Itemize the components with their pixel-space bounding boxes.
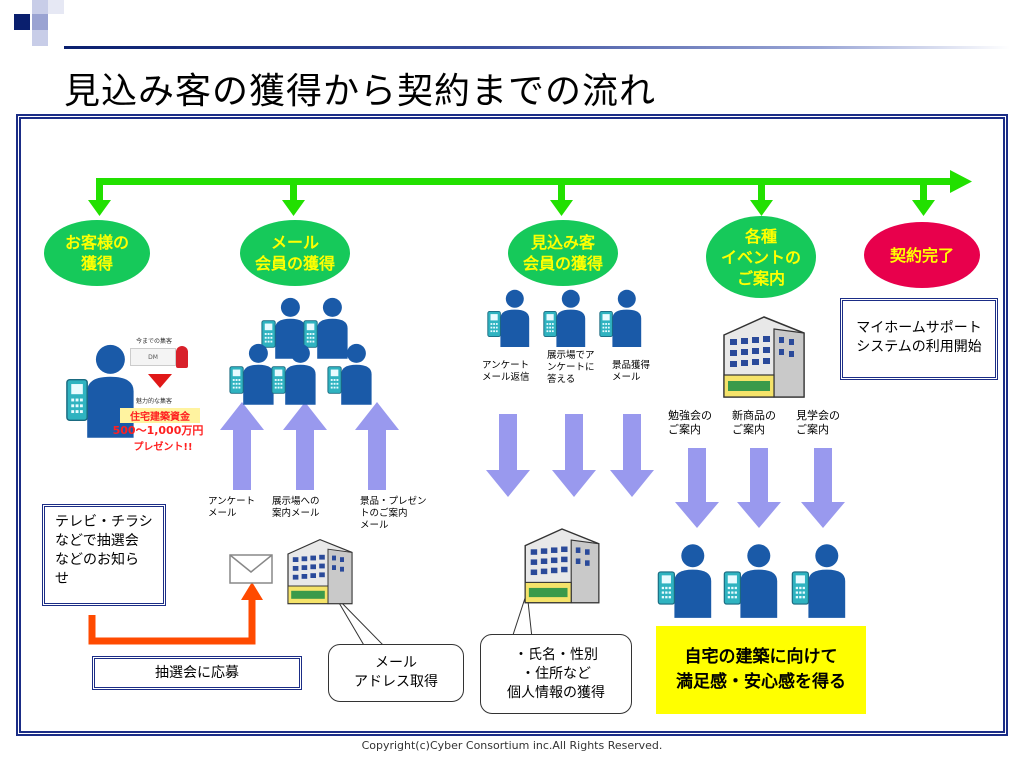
up-arrows bbox=[220, 402, 399, 490]
email-label-gift: 景品・プレゼン トのご案内 メール bbox=[360, 496, 427, 531]
lottery-arrow bbox=[88, 582, 263, 645]
red-arrow-icon bbox=[148, 374, 172, 388]
promo-line-2: 500～1,000万円 bbox=[112, 424, 204, 437]
copyright-text: Copyright(c)Cyber Consortium inc.All Rig… bbox=[361, 739, 663, 752]
lottery-box: 抽選会に応募 bbox=[92, 656, 302, 690]
diagram-frame bbox=[16, 114, 1008, 736]
person-phone-icon bbox=[723, 544, 778, 618]
down-arrows-prospect bbox=[486, 414, 654, 497]
timeline-arrow bbox=[88, 170, 972, 216]
support-system-box: マイホームサポート システムの利用開始 bbox=[840, 298, 998, 380]
title-rule bbox=[64, 46, 1010, 49]
corner-decoration bbox=[0, 0, 80, 60]
email-label-showroom: 展示場への 案内メール bbox=[272, 496, 320, 519]
building-icon bbox=[287, 538, 353, 605]
event-label-study: 勉強会の ご案内 bbox=[668, 409, 712, 436]
event-label-new-product: 新商品の ご案内 bbox=[732, 409, 776, 436]
promo-line-3: プレゼント!! bbox=[133, 442, 193, 453]
promo-mid-label: 魅力的な集客 bbox=[136, 398, 173, 405]
stage-prospect-member: 見込み客 会員の獲得 bbox=[508, 220, 618, 286]
envelope-icon bbox=[229, 554, 273, 584]
stage-event-guide: 各種 イベントの ご案内 bbox=[706, 216, 816, 298]
email-label-survey: アンケート メール bbox=[208, 496, 256, 519]
promo-graphic: 今までの集客 DM 魅力的な集客 住宅建築資金 500～1,000万円 プレゼン… bbox=[108, 330, 208, 456]
stage-mail-member: メール 会員の獲得 bbox=[240, 220, 350, 286]
personal-info-callout: ・氏名・性別 ・住所など 個人情報の獲得 bbox=[480, 634, 632, 714]
person-phone-icon bbox=[657, 544, 712, 618]
person-phone-icon bbox=[543, 289, 586, 348]
mail-address-callout: メール アドレス取得 bbox=[328, 644, 464, 702]
event-label-tour: 見学会の ご案内 bbox=[796, 409, 840, 436]
stage-contract-complete: 契約完了 bbox=[864, 222, 980, 288]
person-phone-icon bbox=[791, 544, 846, 618]
tv-flyer-box: テレビ・チラシ などで抽選会 などのお知ら せ bbox=[42, 504, 166, 606]
prospect-label-survey-reply: アンケート メール返信 bbox=[482, 360, 530, 383]
callout-pointers bbox=[334, 591, 533, 648]
promo-line-1: 住宅建築資金 bbox=[120, 408, 200, 423]
building-icon bbox=[723, 316, 805, 398]
promo-dm: DM bbox=[130, 348, 176, 366]
prospect-label-gift-mail: 景品獲得 メール bbox=[612, 360, 651, 383]
promo-top-label: 今までの集客 bbox=[136, 338, 173, 345]
page-title: 見込み客の獲得から契約までの流れ bbox=[64, 71, 657, 112]
down-arrows-events bbox=[675, 448, 845, 528]
prospect-label-showroom-survey: 展示場でア ンケートに 答える bbox=[547, 350, 595, 385]
promo-figure-icon bbox=[176, 346, 188, 368]
person-phone-icon bbox=[271, 343, 316, 405]
person-phone-icon bbox=[487, 289, 530, 348]
person-phone-icon bbox=[327, 343, 372, 405]
person-phone-icon bbox=[599, 289, 642, 348]
building-icon bbox=[524, 528, 600, 604]
result-box: 自宅の建築に向けて 満足感・安心感を得る bbox=[656, 626, 866, 714]
person-phone-icon bbox=[229, 343, 274, 405]
person-phone-icon bbox=[303, 297, 348, 359]
stage-customer: お客様の 獲得 bbox=[44, 220, 150, 286]
